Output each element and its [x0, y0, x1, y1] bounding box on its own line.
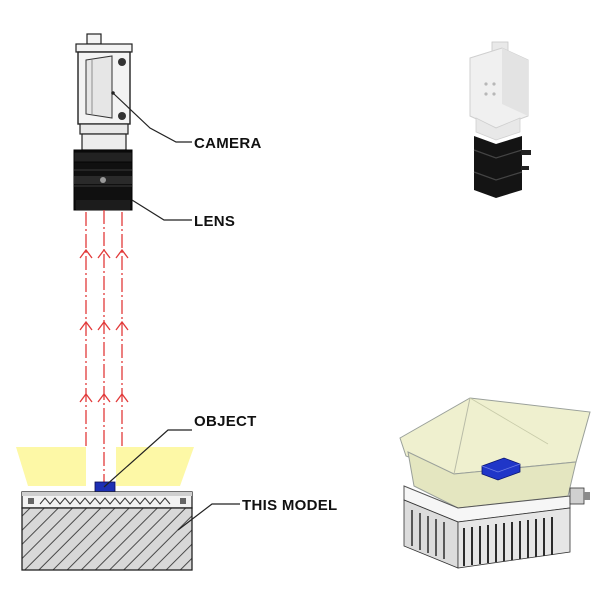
object-label: OBJECT — [194, 413, 257, 430]
model-section-icon — [21, 491, 193, 571]
light-cone — [16, 447, 194, 486]
lens-icon — [73, 149, 133, 211]
camera-label: CAMERA — [194, 135, 262, 152]
this-model-label: THIS MODEL — [242, 497, 338, 514]
object-icon — [94, 481, 116, 493]
light-rays — [79, 210, 129, 488]
leader-lines — [103, 93, 240, 531]
camera-3d-icon — [469, 41, 531, 198]
camera-icon — [75, 33, 133, 151]
model-3d-icon — [399, 397, 591, 569]
lens-label: LENS — [194, 213, 235, 230]
